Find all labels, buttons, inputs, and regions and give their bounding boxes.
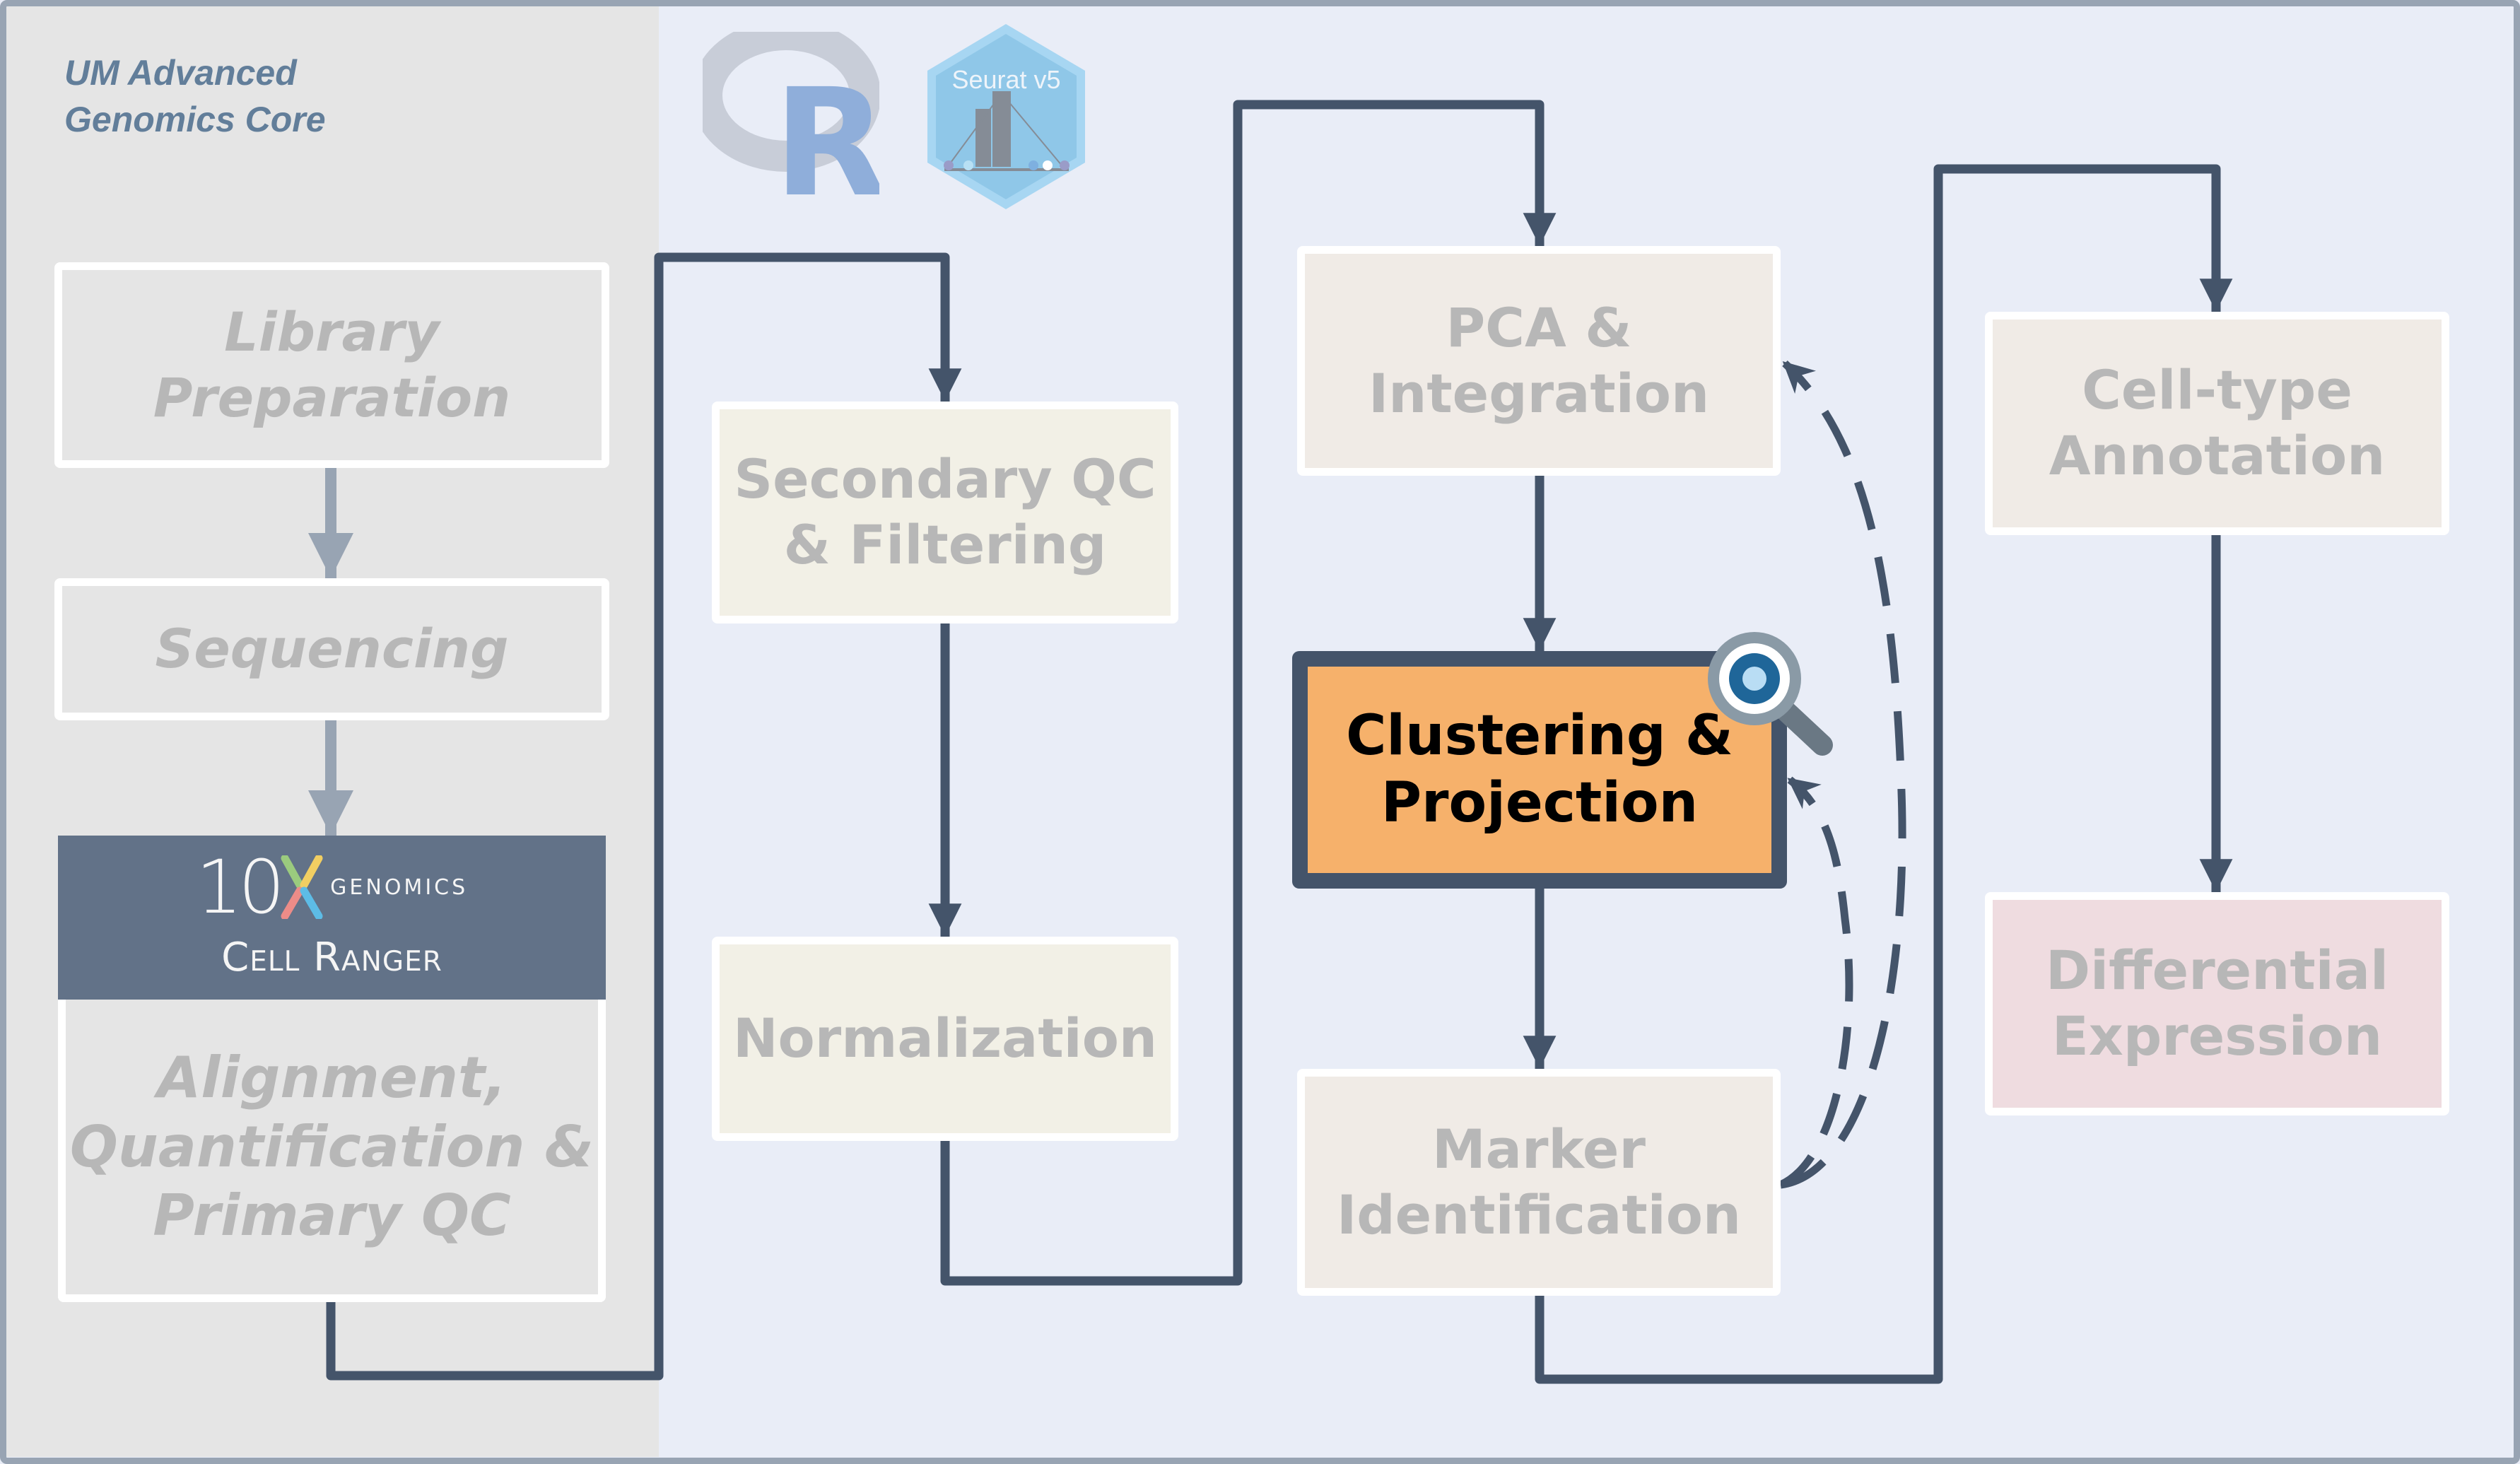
step-label: Cell-type Annotation [2049, 358, 2386, 487]
step-label: Secondary QC & Filtering [734, 447, 1156, 576]
tenx-genomics-logo: 10 GENOMICS [58, 844, 606, 930]
step-differential-expression[interactable]: Differential Expression [1985, 892, 2449, 1115]
step-secondary-qc-filtering[interactable]: Secondary QC & Filtering [712, 402, 1178, 623]
step-label: Sequencing [155, 617, 509, 681]
cellranger-label: Cell Ranger [221, 935, 443, 980]
step-label: Normalization [732, 1007, 1158, 1070]
step-label: Clustering & Projection [1346, 703, 1733, 835]
r-logo-letter: R [773, 57, 879, 201]
org-title-line1: UM Advanced [64, 53, 297, 93]
step-label: Alignment, Quantification & Primary QC [69, 1045, 594, 1249]
r-logo: R [703, 32, 879, 201]
step-label: Differential Expression [2045, 939, 2389, 1067]
tenx-brand: GENOMICS [330, 874, 469, 900]
magnifier-icon [1708, 632, 1833, 756]
feedback-arrow-marker-to-pca [1780, 360, 1906, 1189]
step-normalization[interactable]: Normalization [712, 937, 1178, 1141]
tenx-x-icon [281, 855, 323, 919]
step-cell-type-annotation[interactable]: Cell-type Annotation [1985, 312, 2449, 535]
step-label: Marker Identification [1336, 1117, 1742, 1246]
step-alignment-quantification-primary-qc[interactable]: Alignment, Quantification & Primary QC [58, 1000, 606, 1302]
tenx-number: 10 [195, 844, 285, 930]
step-library-preparation[interactable]: Library Preparation [54, 262, 609, 468]
arrow-alignment-to-secondary-qc [326, 252, 962, 1381]
arrow-marker-to-celltype [1535, 164, 2233, 1384]
seurat-logo [927, 24, 1085, 209]
step-marker-identification[interactable]: Marker Identification [1297, 1069, 1781, 1296]
step-label: Library Preparation [153, 300, 511, 429]
org-title: UM Advanced Genomics Core [64, 49, 326, 143]
arrow-normalization-to-pca [940, 100, 1557, 1286]
step-label: PCA & Integration [1368, 295, 1710, 425]
seurat-label: Seurat v5 [951, 65, 1061, 94]
step-sequencing[interactable]: Sequencing [54, 578, 609, 720]
cellranger-header: 10 GENOMICS Cell Ranger [58, 836, 606, 1000]
step-pca-integration[interactable]: PCA & Integration [1297, 246, 1781, 476]
org-title-line2: Genomics Core [64, 100, 326, 139]
